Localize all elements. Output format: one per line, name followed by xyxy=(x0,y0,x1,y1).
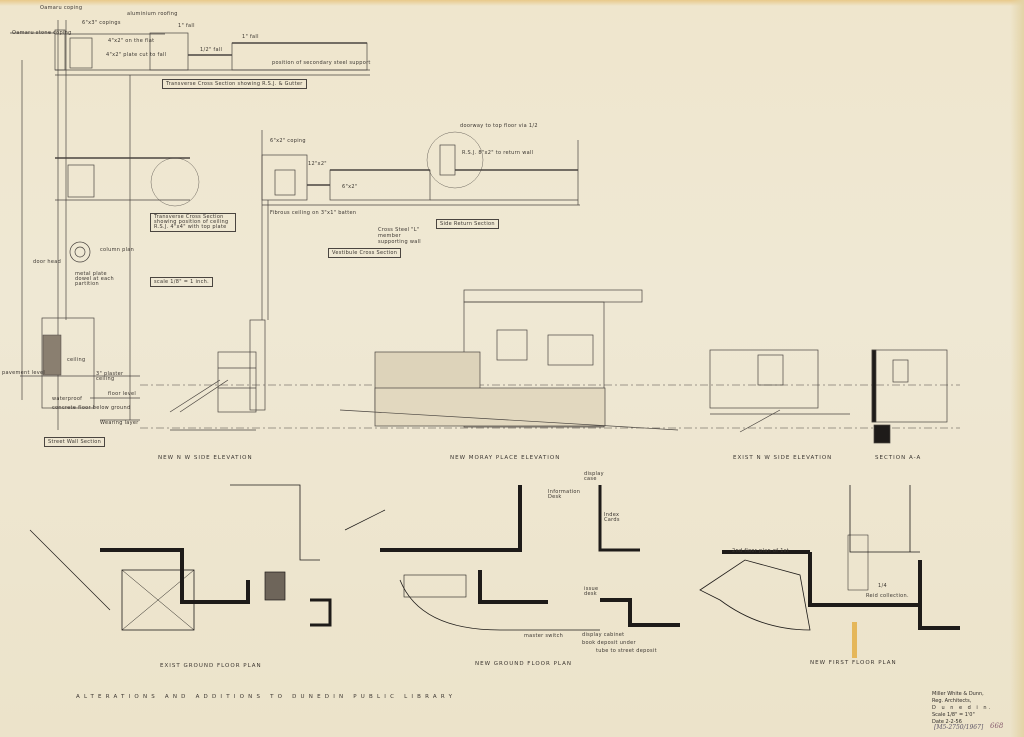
note-ceiling-joists: 4"x2" on the flat xyxy=(108,38,155,44)
note-size-a: 12"x2" xyxy=(308,161,327,167)
note-plate-cut: 4"x2" plate cut to fall xyxy=(106,52,167,58)
note-fibrous-ceiling: Fibrous ceiling on 3"x1" batten xyxy=(270,210,357,216)
title-block: Miller White & Dunn, Reg. Architects, D … xyxy=(932,691,992,726)
new-first-floor-plan xyxy=(699,485,960,631)
caption-new-moray-place-elevation: NEW MORAY PLACE ELEVATION xyxy=(450,455,561,461)
firm-role: Reg. Architects, xyxy=(932,698,972,704)
new-nw-side-elevation xyxy=(169,319,266,431)
note-master-switch: master switch xyxy=(524,633,564,639)
note-cross-steel: Cross Steel "L" member supporting wall xyxy=(378,227,421,245)
note-doorway: doorway to top floor via 1/2 xyxy=(460,123,538,129)
archive-reference: [M5-2750/1967] xyxy=(934,724,984,731)
note-reid-collection: Reid collection. xyxy=(866,593,909,599)
scale-note: scale 1/8" = 1 inch. xyxy=(150,277,214,287)
vestibule-section-label: Vestibule Cross Section xyxy=(328,248,402,258)
transverse-gutter-section-label: Transverse Cross Section showing R.S.J. … xyxy=(162,79,307,89)
note-rsj-return: R.S.J. 8"x2" to return wall xyxy=(462,150,534,156)
new-ground-floor-plan xyxy=(344,485,680,631)
sheet-title: ALTERATIONS AND ADDITIONS TO DUNEDIN PUB… xyxy=(76,694,457,700)
note-fall-3: 1" fall xyxy=(242,34,259,40)
note-room-number: 1/4 xyxy=(878,583,887,589)
vestibule-cross-section xyxy=(261,131,580,206)
note-secondary-steel: position of secondary steel support xyxy=(272,60,371,66)
note-metal-plate: metal plate dowel at each partition xyxy=(75,271,114,287)
caption-exist-nw-side-elevation: EXIST N W SIDE ELEVATION xyxy=(733,455,833,461)
drawing-date: Date 2-2-56 xyxy=(932,719,962,725)
note-column-plan: column plan xyxy=(100,247,135,253)
street-wall-section xyxy=(20,317,140,421)
caption-new-ground-floor-plan: NEW GROUND FLOOR PLAN xyxy=(475,661,572,667)
transverse-ceiling-section-label: Transverse Cross Section showing positio… xyxy=(150,213,236,232)
side-return-section-label: Side Return Section xyxy=(436,219,499,229)
note-issue-desk: issue desk xyxy=(584,586,599,597)
note-floor-level: floor level xyxy=(108,391,137,397)
street-wall-section-label: Street Wall Section xyxy=(44,437,106,447)
note-size-b: 6"x2" xyxy=(342,184,358,190)
note-coping: Oamaru coping xyxy=(40,5,83,11)
note-coping-2: 6"x2" coping xyxy=(270,138,306,144)
caption-new-nw-side-elevation: NEW N W SIDE ELEVATION xyxy=(158,455,253,461)
exist-ground-floor-plan xyxy=(29,484,332,631)
note-coping-size: 6"x3" copings xyxy=(82,20,121,26)
note-oamaru-stone: Oamaru stone coping xyxy=(12,30,72,36)
firm-city: D u n e d i n. xyxy=(932,705,993,711)
new-moray-place-elevation xyxy=(339,289,679,431)
note-door-head: door head xyxy=(33,259,62,265)
note-waterproof: waterproof xyxy=(52,396,83,402)
note-index-cards: Index Cards xyxy=(604,512,620,523)
transverse-section-gutter xyxy=(10,29,370,76)
caption-exist-ground-floor-plan: EXIST GROUND FLOOR PLAN xyxy=(160,663,262,669)
transverse-section-ceiling xyxy=(55,157,200,207)
note-first-floor: 2nd floor plan of 1st xyxy=(732,548,789,554)
caption-new-first-floor-plan: NEW FIRST FLOOR PLAN xyxy=(810,660,897,666)
note-display-case: display case xyxy=(584,471,604,482)
note-ceiling: ceiling xyxy=(67,357,86,363)
note-aluminium-roofing: aluminium roofing xyxy=(127,11,178,17)
sheet-number: 668 xyxy=(990,722,1004,730)
section-a-a xyxy=(871,349,948,444)
note-book-deposit: book deposit under xyxy=(582,640,636,646)
note-fall-2: 1/2" fall xyxy=(200,47,223,53)
note-concrete-floor: concrete floor below ground xyxy=(52,405,131,411)
adhesive-tape xyxy=(852,622,857,658)
note-wearing-layer: Wearing layer xyxy=(100,420,139,426)
exist-nw-side-elevation xyxy=(709,349,850,433)
drawing-scale: Scale 1/8" = 1'0" xyxy=(932,712,975,718)
firm-name: Miller White & Dunn, xyxy=(932,691,984,697)
note-display-cabinet: display cabinet xyxy=(582,632,625,638)
note-information-desk: Information Desk xyxy=(548,489,581,500)
note-pavement: pavement level xyxy=(2,370,46,376)
note-book-deposit-tube: tube to street deposit xyxy=(596,648,657,654)
note-fall-1: 1" fall xyxy=(178,23,195,29)
note-plaster: 3" plaster ceiling xyxy=(96,371,124,382)
caption-section-a-a: SECTION A-A xyxy=(875,455,922,461)
